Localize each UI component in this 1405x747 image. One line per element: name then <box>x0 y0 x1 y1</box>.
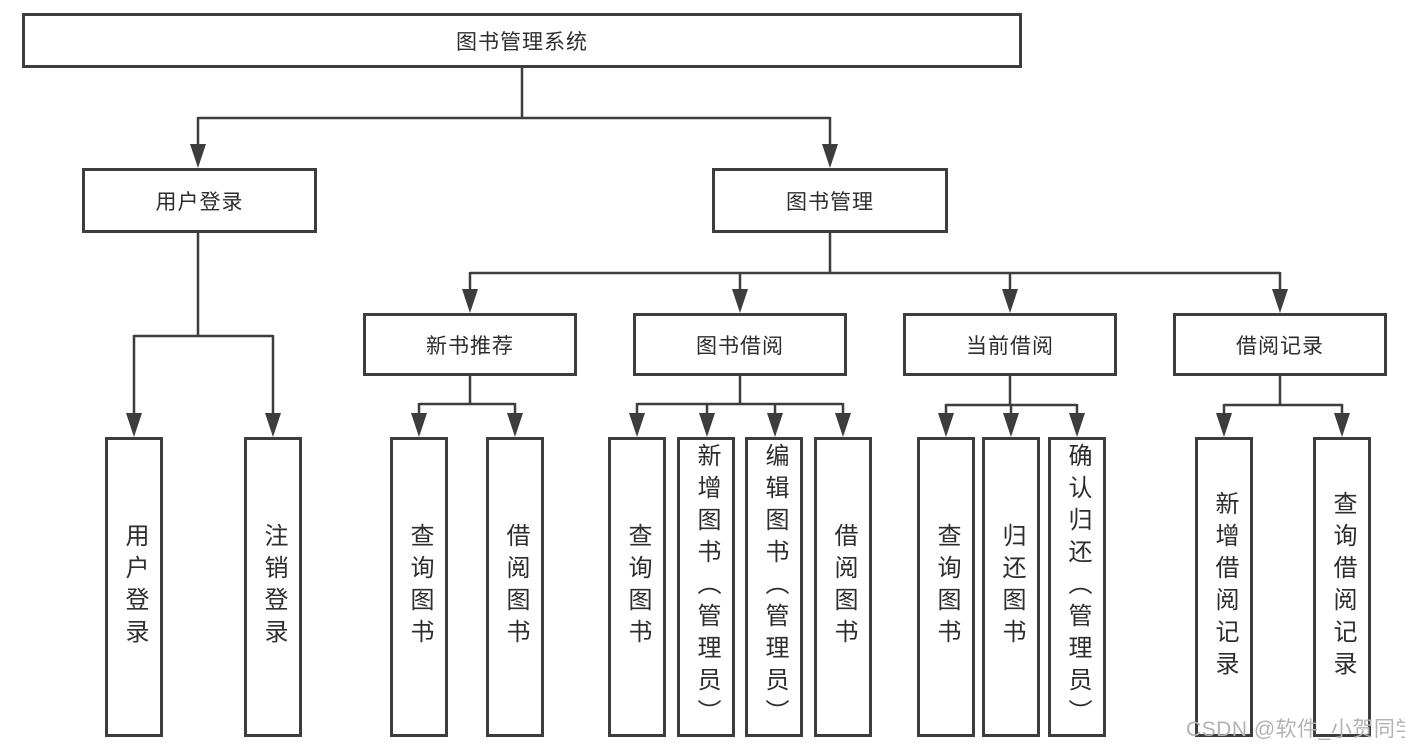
leaf-borrow-book-recommend: 借阅图书 <box>486 437 544 737</box>
leaf-edit-book-admin: 编辑图书（管理员） <box>745 437 803 737</box>
arrowheads <box>126 144 1350 437</box>
csdn-watermark: CSDN @软件_小贺同学 <box>1186 718 1405 741</box>
node-current-borrowing: 当前借阅 <box>903 313 1117 376</box>
leaf-logout: 注销登录 <box>244 437 302 737</box>
leaf-query-book-current: 查询图书 <box>917 437 975 737</box>
leaf-add-book-admin: 新增图书（管理员） <box>677 437 735 737</box>
leaf-user-login: 用户登录 <box>105 437 163 737</box>
leaf-query-book-borrowing: 查询图书 <box>608 437 666 737</box>
leaf-return-book: 归还图书 <box>982 437 1040 737</box>
node-new-book-recommend: 新书推荐 <box>363 313 577 376</box>
node-book-borrowing: 图书借阅 <box>633 313 847 376</box>
node-user-login: 用户登录 <box>82 168 317 233</box>
node-book-management: 图书管理 <box>712 168 948 233</box>
leaf-confirm-return-admin: 确认归还（管理员） <box>1048 437 1106 737</box>
leaf-add-borrow-record: 新增借阅记录 <box>1195 437 1253 737</box>
node-library-system: 图书管理系统 <box>22 13 1022 68</box>
leaf-query-book-recommend: 查询图书 <box>390 437 448 737</box>
leaf-query-borrow-record: 查询借阅记录 <box>1313 437 1371 737</box>
leaf-borrow-book-borrowing: 借阅图书 <box>814 437 872 737</box>
node-borrow-records: 借阅记录 <box>1173 313 1387 376</box>
